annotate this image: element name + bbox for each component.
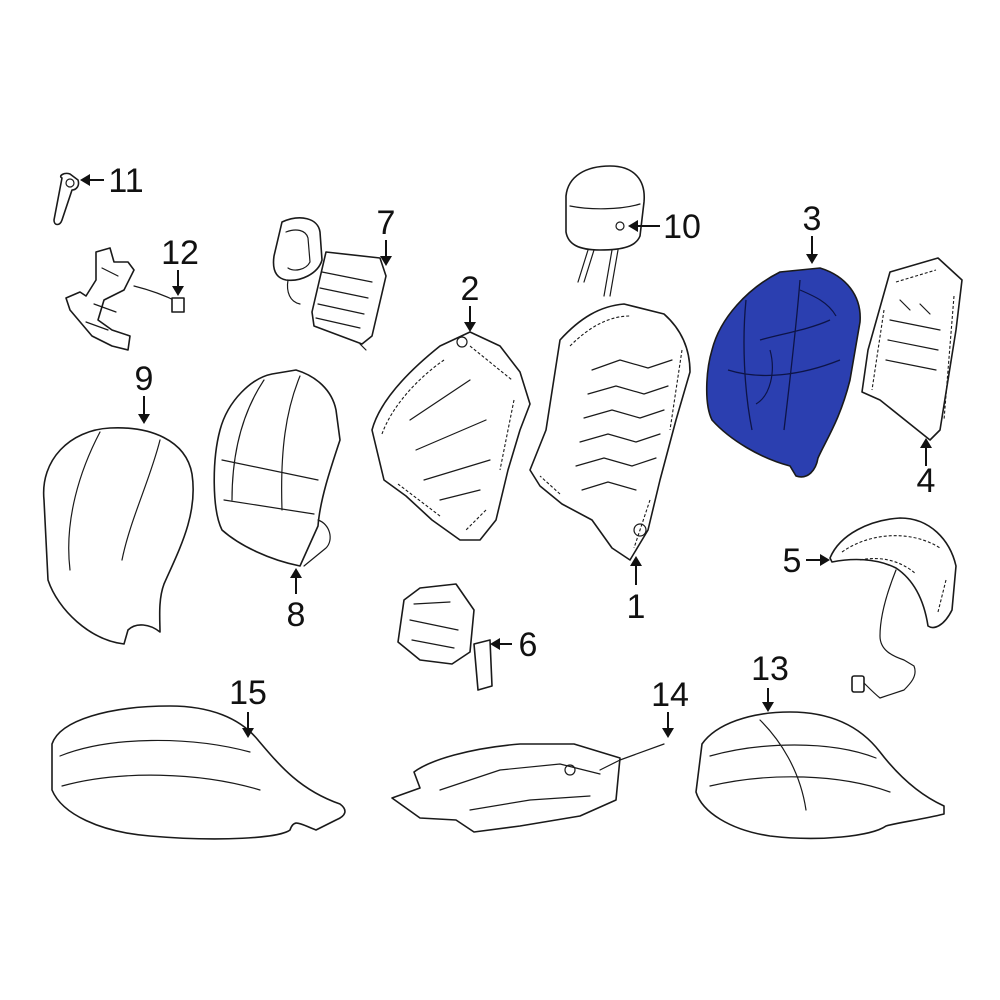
callout-8-label: 8 bbox=[287, 596, 306, 634]
callout-10: 10 bbox=[628, 208, 701, 246]
callout-3-label: 3 bbox=[803, 200, 822, 238]
part-5-heater-mat bbox=[829, 517, 957, 699]
callout-9-label: 9 bbox=[135, 360, 154, 398]
part-12-bracket bbox=[65, 247, 185, 351]
callout-8: 8 bbox=[287, 568, 306, 634]
part-11-connector bbox=[53, 172, 80, 226]
part-15-cushion-cover bbox=[51, 705, 346, 840]
part-14-seat-pan bbox=[391, 743, 665, 833]
callout-1: 1 bbox=[627, 556, 646, 626]
callout-14-label: 14 bbox=[651, 676, 689, 714]
part-3-fill bbox=[705, 267, 861, 478]
part-6-bracket bbox=[397, 583, 493, 691]
part-10-headrest bbox=[565, 165, 645, 297]
callout-5-label: 5 bbox=[783, 542, 802, 580]
part-8-seatback-pad bbox=[213, 369, 341, 567]
part-4-back-panel bbox=[861, 257, 963, 441]
callout-3: 3 bbox=[803, 200, 822, 264]
part-13-cushion bbox=[695, 711, 945, 840]
callout-13: 13 bbox=[751, 650, 789, 712]
callout-14: 14 bbox=[651, 676, 689, 738]
callout-2-label: 2 bbox=[461, 270, 480, 308]
callout-12: 12 bbox=[161, 234, 199, 296]
callout-2: 2 bbox=[461, 270, 480, 332]
callout-11-label: 11 bbox=[108, 162, 143, 200]
callout-11: 11 bbox=[80, 162, 144, 200]
callout-7: 7 bbox=[377, 204, 396, 266]
callout-15: 15 bbox=[229, 674, 267, 738]
callout-6-label: 6 bbox=[519, 626, 538, 664]
callout-4-label: 4 bbox=[917, 462, 936, 500]
callout-13-label: 13 bbox=[751, 650, 789, 688]
callout-5: 5 bbox=[783, 542, 830, 580]
callout-1-label: 1 bbox=[627, 588, 646, 626]
callout-12-label: 12 bbox=[161, 234, 199, 272]
part-9-seatback-cover bbox=[42, 427, 194, 645]
callout-10-label: 10 bbox=[663, 208, 701, 246]
callout-6: 6 bbox=[490, 626, 537, 664]
callout-15-label: 15 bbox=[229, 674, 267, 712]
callout-7-label: 7 bbox=[377, 204, 396, 242]
callout-9: 9 bbox=[135, 360, 154, 424]
part-3-back-foam bbox=[705, 267, 861, 478]
callout-4: 4 bbox=[917, 438, 936, 500]
part-2-back-frame bbox=[371, 331, 531, 541]
part-1-back-frame-springs bbox=[529, 303, 691, 561]
part-7-module bbox=[272, 217, 387, 351]
